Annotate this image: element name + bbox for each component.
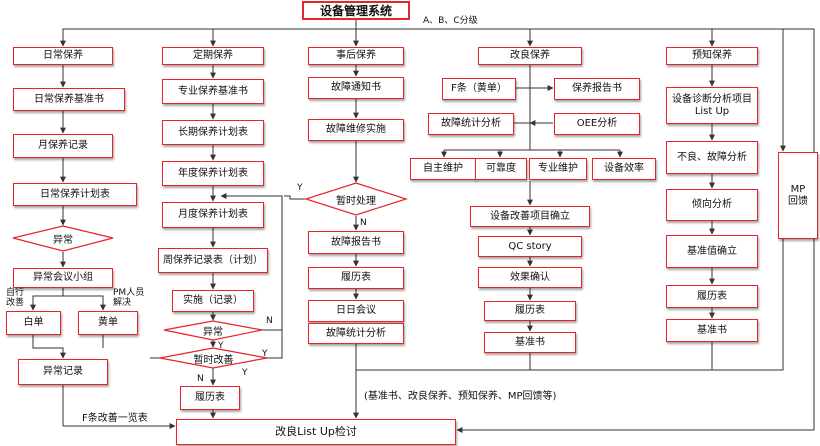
predictive-maintenance-header: 预知保养 (666, 47, 758, 65)
temp-improve-yes-label: Y (262, 349, 268, 359)
maintenance-report: 保养报告书 (554, 78, 640, 100)
temp-improve-no-label: N (197, 374, 204, 384)
annual-plan: 年度保养计划表 (162, 161, 264, 186)
temp-improve-yes-label-2: Y (242, 368, 248, 378)
failure-notice: 故障通知书 (308, 77, 404, 99)
breakdown-no-label: N (360, 218, 367, 228)
daily-maintenance-header: 日常保养 (13, 47, 113, 65)
implementation-record: 实施（记录） (172, 290, 254, 312)
improvement-failure-statistics: 故障统计分析 (428, 113, 514, 135)
predictive-standard-book: 基准书 (666, 319, 758, 342)
professional-maintenance: 专业维护 (529, 158, 587, 180)
failure-repair: 故障维修实施 (308, 119, 404, 141)
breakdown-history: 履历表 (308, 267, 404, 289)
abnormal-meeting-group: 异常会议小组 (13, 268, 113, 288)
qc-story: QC story (478, 236, 582, 257)
f-item-yellow-sheet: F条（黄单） (442, 78, 516, 100)
professional-standard-book: 专业保养基准书 (162, 79, 264, 104)
periodic-abnormal-decision: 异常 (203, 327, 223, 338)
daily-standard-book: 日常保养基准书 (13, 88, 125, 111)
pm-staff-label: PM人员 解决 (113, 288, 145, 308)
diagnosis-list-up: 设备诊断分析项目 List Up (666, 87, 758, 124)
reliability: 可靠度 (475, 158, 527, 180)
monthly-maintenance-record: 月保养记录 (13, 134, 113, 158)
diagram-title: 设备管理系统 (302, 1, 410, 20)
daily-maintenance-plan: 日常保养计划表 (13, 183, 137, 206)
improvement-standard-book: 基准书 (484, 332, 576, 353)
white-sheet: 白单 (6, 311, 61, 335)
improvement-history: 履历表 (484, 301, 576, 321)
autonomous-maintenance: 自主维护 (410, 158, 476, 180)
standards-note: (基准书、改良保养、预知保养、MP回馈等) (364, 391, 557, 402)
failure-report: 故障报告书 (308, 231, 404, 254)
effect-confirmation: 效果确认 (478, 267, 582, 288)
trend-analysis: 倾向分析 (666, 189, 758, 221)
monthly-plan: 月度保养计划表 (162, 202, 264, 228)
periodic-history: 履历表 (180, 386, 240, 410)
periodic-maintenance-header: 定期保养 (162, 47, 264, 65)
mp-feedback: MP 回馈 (778, 152, 818, 239)
yellow-sheet: 黄单 (78, 311, 138, 335)
grading-note: A、B、C分级 (423, 16, 478, 26)
daily-meeting: 日日会议 (308, 300, 404, 322)
long-term-plan: 长期保养计划表 (162, 120, 264, 145)
breakdown-yes-label: Y (297, 183, 303, 193)
self-improvement-label: 自行 改善 (6, 288, 25, 308)
periodic-abnormal-yes-label: Y (218, 341, 224, 351)
abnormal-record: 异常记录 (18, 359, 108, 385)
equipment-efficiency: 设备效率 (592, 158, 656, 180)
baseline-establish: 基准值确立 (666, 235, 758, 268)
breakdown-maintenance-header: 事后保养 (308, 47, 404, 65)
predictive-history: 履历表 (666, 285, 758, 308)
weekly-record-plan: 周保养记录表（计划） (158, 248, 268, 273)
failure-analysis: 不良、故障分析 (666, 141, 758, 174)
temporary-improvement-decision: 暂时改善 (193, 354, 234, 366)
improvement-project-establish: 设备改善项目确立 (470, 206, 590, 227)
improvement-list-up-review: 改良List Up检讨 (176, 419, 456, 445)
oee-analysis: OEE分析 (554, 113, 640, 135)
temporary-handling-decision: 暂时处理 (336, 195, 376, 207)
improvement-maintenance-header: 改良保养 (478, 47, 582, 65)
daily-abnormal-decision: 异常 (53, 235, 73, 246)
failure-statistics: 故障统计分析 (308, 323, 404, 344)
periodic-abnormal-no-label: N (266, 316, 273, 326)
f-item-list-label: F条改善一览表 (82, 413, 148, 424)
